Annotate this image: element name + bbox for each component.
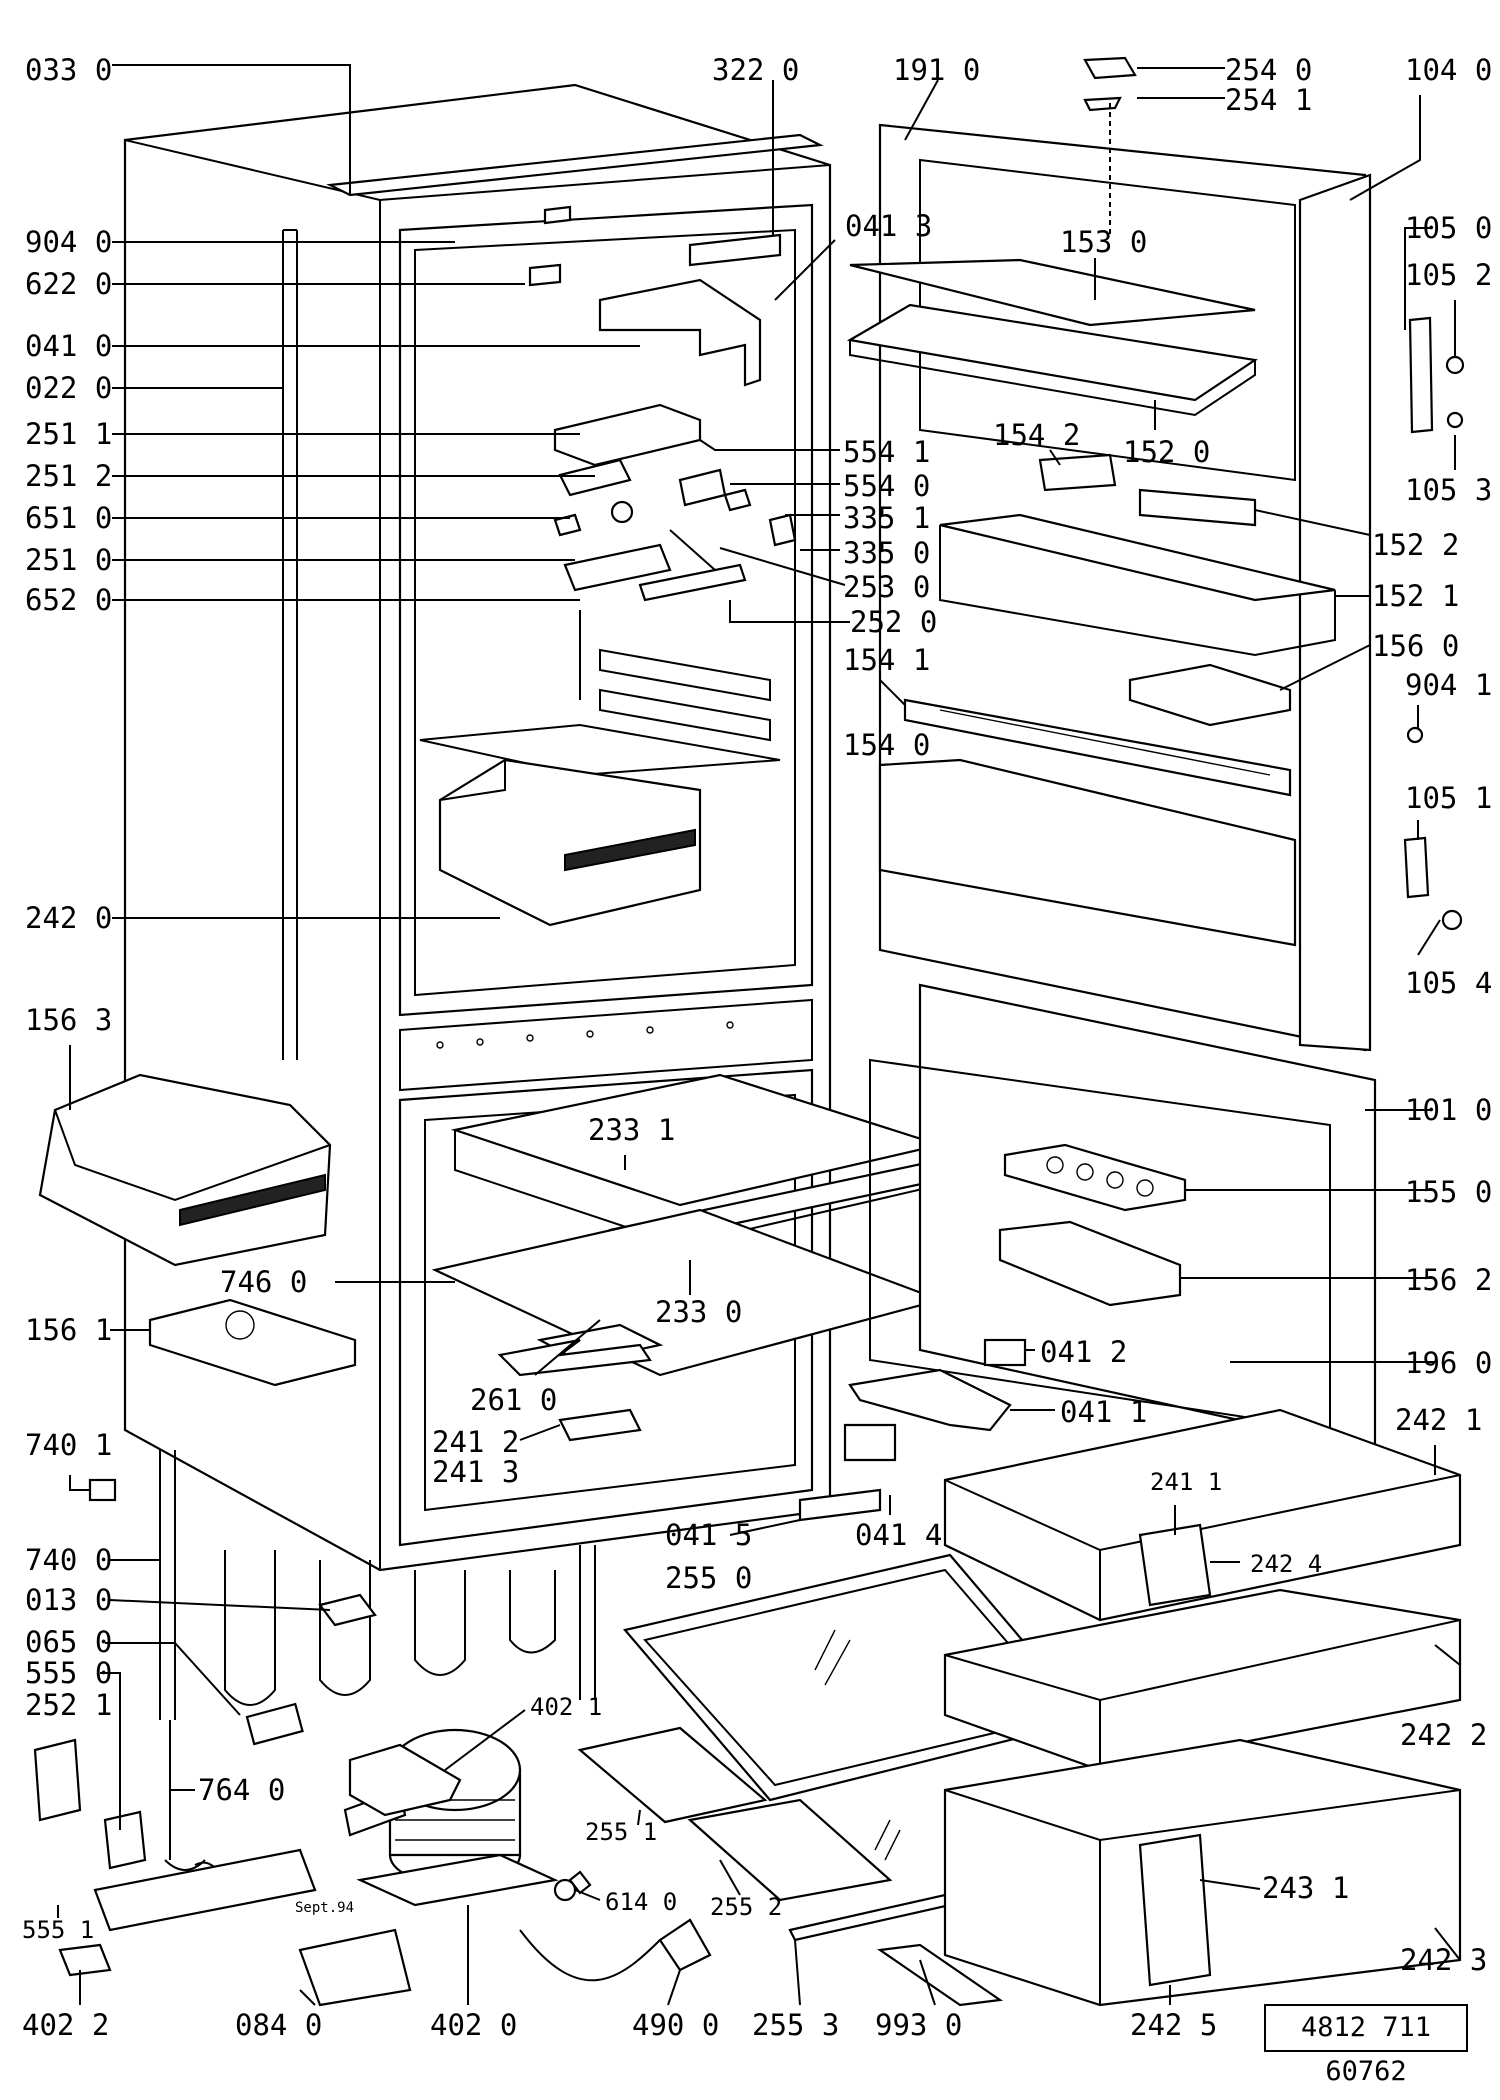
condenser-coil [159,1450,596,1720]
callout-242-3: 242 3 [1400,1943,1487,1977]
callout-084-0: 084 0 [235,2008,322,2042]
callout-255-3: 255 3 [752,2008,839,2042]
callout-242-0: 242 0 [25,901,112,935]
callout-101-0: 101 0 [1405,1093,1492,1127]
callout-242-2: 242 2 [1400,1718,1487,1752]
callout-255-2: 255 2 [710,1893,782,1921]
callout-233-0: 233 0 [655,1295,742,1329]
callout-065-0: 065 0 [25,1625,112,1659]
callout-555-1: 555 1 [22,1916,94,1944]
callout-105-0: 105 0 [1405,211,1492,245]
callout-261-0: 261 0 [470,1383,557,1417]
callout-152-2: 152 2 [1372,528,1459,562]
callout-554-0: 554 0 [843,469,930,503]
callout-041-2: 041 2 [1040,1335,1127,1369]
callout-652-0: 652 0 [25,583,112,617]
callout-993-0: 993 0 [875,2008,962,2042]
callout-033-0: 033 0 [25,53,112,87]
callout-242-1: 242 1 [1395,1403,1482,1437]
callout-105-4: 105 4 [1405,966,1492,1000]
callout-105-2: 105 2 [1405,258,1492,292]
callout-254-1: 254 1 [1225,83,1312,117]
glass-shelf [577,1553,1092,1902]
callout-740-0: 740 0 [25,1543,112,1577]
freezer-door [798,983,1377,1522]
callout-013-0: 013 0 [25,1583,112,1617]
callout-156-0: 156 0 [1372,629,1459,663]
callout-labels: 033 0 322 0 191 0 254 0 254 1 104 0 904 … [22,53,1492,2042]
callout-154-2: 154 2 [993,418,1080,452]
callout-554-1: 554 1 [843,435,930,469]
callout-156-2: 156 2 [1405,1263,1492,1297]
callout-154-0: 154 0 [843,728,930,762]
callout-196-0: 196 0 [1405,1346,1492,1380]
callout-253-0: 253 0 [843,570,930,604]
callout-904-1: 904 1 [1405,668,1492,702]
callout-105-1: 105 1 [1405,781,1492,815]
callout-022-0: 022 0 [25,371,112,405]
callout-241-2: 241 2 [432,1425,519,1459]
callout-233-1: 233 1 [588,1113,675,1147]
document-number-box: 4812 711 60762 [1264,2004,1468,2087]
callout-255-0: 255 0 [665,1561,752,1595]
callout-041-1: 041 1 [1060,1395,1147,1429]
callout-156-3: 156 3 [25,1003,112,1037]
crisper-drawer [438,758,702,927]
callout-252-1: 252 1 [25,1688,112,1722]
callout-152-1: 152 1 [1372,579,1459,613]
callout-402-0: 402 0 [430,2008,517,2042]
callout-335-0: 335 0 [843,536,930,570]
thermostat-assembly [528,205,797,602]
callout-740-1: 740 1 [25,1428,112,1462]
callout-402-2: 402 2 [22,2008,109,2042]
callout-041-4: 041 4 [855,1518,942,1552]
callout-152-0: 152 0 [1123,435,1210,469]
leader-lines [57,64,1461,2006]
callout-651-0: 651 0 [25,501,112,535]
callout-041-5: 041 5 [665,1518,752,1552]
callout-252-0: 252 0 [850,605,937,639]
callout-242-5: 242 5 [1130,2008,1217,2042]
callout-104-0: 104 0 [1405,53,1492,87]
callout-251-2: 251 2 [25,459,112,493]
lower-components [33,1702,1004,2007]
freezer-shelves [431,1073,945,1442]
callout-243-1: 243 1 [1262,1871,1349,1905]
callout-153-0: 153 0 [1060,225,1147,259]
callout-490-0: 490 0 [632,2008,719,2042]
callout-251-0: 251 0 [25,543,112,577]
callout-402-1: 402 1 [530,1693,602,1721]
document-number: 4812 711 60762 [1300,2012,1432,2087]
callout-622-0: 622 0 [25,267,112,301]
sketch-note: Sept.94 [295,1900,354,1916]
callout-555-0: 555 0 [25,1656,112,1690]
callout-241-1: 241 1 [1150,1468,1222,1496]
callout-154-1: 154 1 [843,643,930,677]
callout-251-1: 251 1 [25,417,112,451]
callout-241-3: 241 3 [432,1455,519,1489]
callout-614-0: 614 0 [605,1888,677,1916]
callout-242-4: 242 4 [1250,1550,1322,1578]
callout-191-0: 191 0 [893,53,980,87]
callout-156-1: 156 1 [25,1313,112,1347]
callout-155-0: 155 0 [1405,1175,1492,1209]
callout-764-0: 764 0 [198,1773,285,1807]
callout-322-0: 322 0 [712,53,799,87]
callout-041-3: 041 3 [845,209,932,243]
callout-105-3: 105 3 [1405,473,1492,507]
callout-255-1: 255 1 [585,1818,657,1846]
vegetable-drawers [943,1408,1462,2007]
callout-746-0: 746 0 [220,1265,307,1299]
callout-335-1: 335 1 [843,501,930,535]
callout-254-0: 254 0 [1225,53,1312,87]
fridge-door [846,123,1372,1052]
freezer-accessories [38,1073,357,1502]
callout-904-0: 904 0 [25,225,112,259]
callout-041-0: 041 0 [25,329,112,363]
